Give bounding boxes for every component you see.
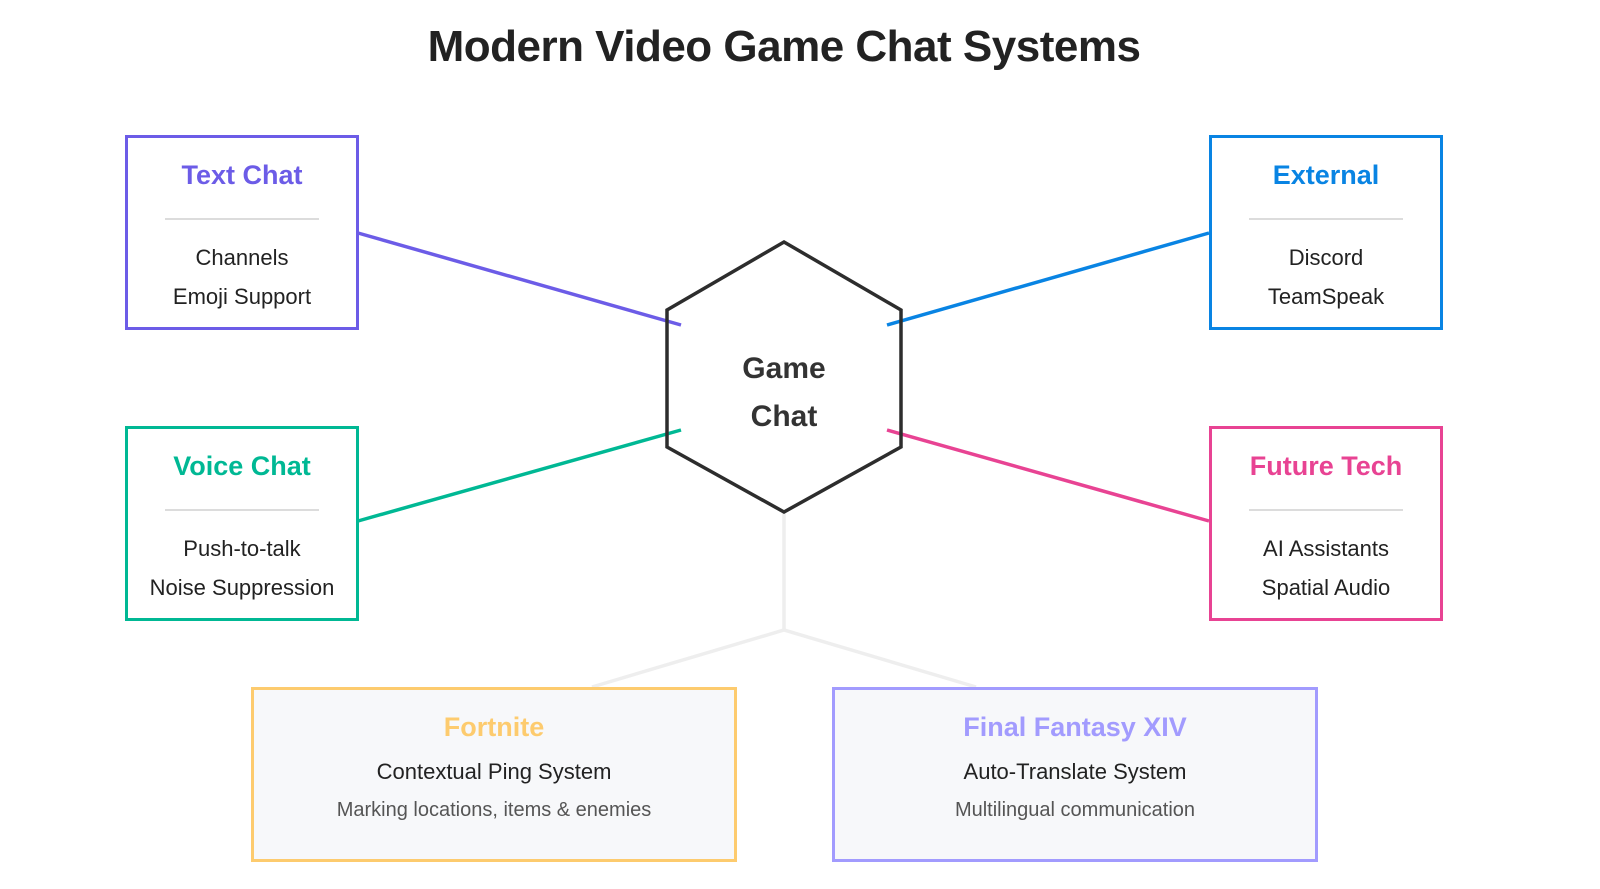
category-title: Voice Chat: [173, 451, 311, 481]
category-future-tech: Future Tech AI Assistants Spatial Audio: [1209, 426, 1443, 621]
connector-future-tech: [886, 428, 1210, 523]
divider: [1249, 218, 1403, 220]
category-item: Channels: [195, 245, 289, 270]
category-item: Noise Suppression: [149, 575, 335, 600]
center-node-label: Game Chat: [684, 345, 884, 441]
category-item: TeamSpeak: [1267, 284, 1385, 309]
example-feature: Auto-Translate System: [963, 759, 1187, 784]
divider: [165, 509, 319, 511]
category-title: Text Chat: [181, 160, 303, 190]
example-detail: Multilingual communication: [954, 799, 1196, 821]
category-voice-chat: Voice Chat Push-to-talk Noise Suppressio…: [125, 426, 359, 621]
example-detail: Marking locations, items & enemies: [336, 799, 652, 821]
category-item: Emoji Support: [172, 284, 312, 309]
diagram-title: Modern Video Game Chat Systems: [427, 22, 1141, 71]
example-fortnite: Fortnite Contextual Ping System Marking …: [251, 687, 737, 862]
example-feature: Contextual Ping System: [376, 759, 612, 784]
category-item: AI Assistants: [1263, 536, 1389, 561]
divider: [165, 218, 319, 220]
category-text-chat: Text Chat Channels Emoji Support: [125, 135, 359, 330]
example-game-title: Fortnite: [443, 712, 545, 742]
category-title: Future Tech: [1249, 451, 1403, 481]
category-item: Discord: [1288, 245, 1364, 270]
category-title: External: [1272, 160, 1380, 190]
connector-examples: [591, 628, 977, 689]
connector-text-chat: [357, 231, 682, 327]
center-label-line1: Game: [742, 352, 826, 385]
example-final-fantasy-xiv: Final Fantasy XIV Auto-Translate System …: [832, 687, 1318, 862]
category-external: External Discord TeamSpeak: [1209, 135, 1443, 330]
example-game-title: Final Fantasy XIV: [963, 712, 1187, 742]
category-item: Spatial Audio: [1261, 575, 1391, 600]
category-item: Push-to-talk: [183, 536, 301, 561]
connector-voice-chat: [357, 428, 682, 523]
game-chat-hexagon: [665, 239, 903, 515]
connector-external: [886, 231, 1210, 327]
center-label-line2: Chat: [750, 400, 818, 433]
divider: [1249, 509, 1403, 511]
